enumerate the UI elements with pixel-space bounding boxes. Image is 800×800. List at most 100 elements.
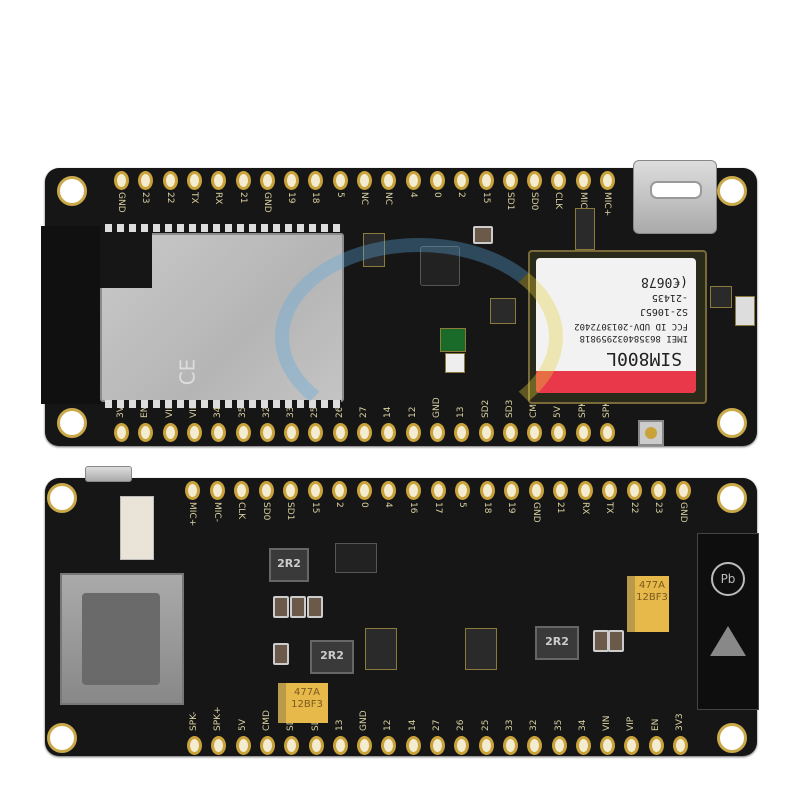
usb-c-connector-edge [85,466,132,482]
header-pin [673,736,688,755]
pin-label: 19 [506,502,517,514]
mounting-hole [717,723,747,753]
header-pin [478,171,494,190]
watermark-logo [275,238,563,436]
pin-label: RX [213,192,224,205]
pin-label: 23 [653,502,664,514]
header-pin [162,171,178,190]
mounting-hole [717,176,747,206]
smd-component [465,628,497,670]
pin-label: 26 [456,719,467,731]
header-pin [600,423,615,442]
header-pin [357,736,373,755]
header-pin [259,171,275,190]
pin-label: 18 [481,502,492,514]
header-pin [430,481,446,500]
pin-label: NC [383,192,394,206]
header-pin [577,481,593,500]
pin-label: 35 [553,719,564,731]
pin-label: GND [116,192,126,213]
header-pin [405,171,421,190]
header-pin [284,171,300,190]
header-pin [551,423,567,442]
usb-c-connector[interactable] [633,160,717,234]
module-model: SIM800L [606,348,682,369]
module-castellated-pads [105,224,341,232]
push-button[interactable] [735,296,755,326]
pin-label: TX [188,192,199,204]
pin-label: 22 [628,502,639,514]
tantalum-capacitor: 477A 12BF3 [278,683,328,723]
mounting-hole [717,408,747,438]
header-pin [600,736,616,755]
header-pin [307,481,323,500]
regulator-chip [335,543,377,573]
tantalum-marking: 477A [639,580,665,591]
pin-label: 21 [237,192,248,204]
header-pin [455,481,471,500]
capacitor [307,596,323,618]
pin-label: 5 [334,192,345,198]
header-pin [651,481,667,500]
pb-free-marking-area: Pb [697,533,759,710]
smd-component [710,286,732,308]
pin-label: 34 [577,719,588,731]
header-pin [308,423,324,442]
header-pin [551,171,567,190]
esd-warning-icon [710,626,746,656]
pin-label: 4 [383,502,394,508]
mounting-hole [47,723,77,753]
pin-label: MIC+ [602,192,612,217]
header-pin [551,736,567,755]
pin-label: 4 [407,192,418,198]
pin-label: 32 [529,719,540,731]
pin-label: VIP [626,716,637,731]
pin-label: MIC+ [187,502,197,527]
capacitor [608,630,624,652]
header-pin [381,736,397,755]
pin-label: 15 [309,502,320,514]
header-pin [624,736,640,755]
inductor: 2R2 [310,640,354,674]
header-pin [332,423,348,442]
header-pin [235,171,251,190]
header-pin [648,736,664,755]
pin-label: 13 [334,719,345,731]
pin-label: VIN [602,715,613,731]
mounting-hole [57,176,87,206]
header-pin [187,736,202,755]
pin-label: 16 [407,502,418,514]
jst-battery-connector[interactable] [120,496,154,560]
pin-label: 5 [457,502,468,508]
usb-c-port [650,181,702,199]
module-code: S2-1065J [639,306,688,317]
header-pin [575,171,591,190]
header-pin [600,171,615,190]
header-pin [381,171,397,190]
pin-label: 35 [237,406,248,418]
header-pin [284,736,300,755]
label-accent-stripe [536,371,696,393]
inductor: 2R2 [535,626,579,660]
pin-label: 22 [164,192,175,204]
ufl-antenna-connector[interactable] [638,420,664,446]
pin-label: 12 [383,719,394,731]
header-pin [429,171,445,190]
header-pin [430,736,445,755]
header-pin [676,481,691,500]
header-pin [211,171,227,190]
header-pin [186,423,202,442]
header-pin [454,171,470,190]
pin-label: 15 [480,192,491,204]
tantalum-marking: 12BF3 [636,592,668,603]
header-pin [332,481,348,500]
header-pin [502,423,518,442]
pin-label: 2 [456,192,467,198]
tantalum-capacitor: 477A 12BF3 [627,576,669,632]
sim-card-holder[interactable] [60,573,184,705]
header-pin [235,423,251,442]
header-pin [332,171,348,190]
pin-label: 33 [504,719,515,731]
tantalum-marking: 12BF3 [291,699,323,710]
